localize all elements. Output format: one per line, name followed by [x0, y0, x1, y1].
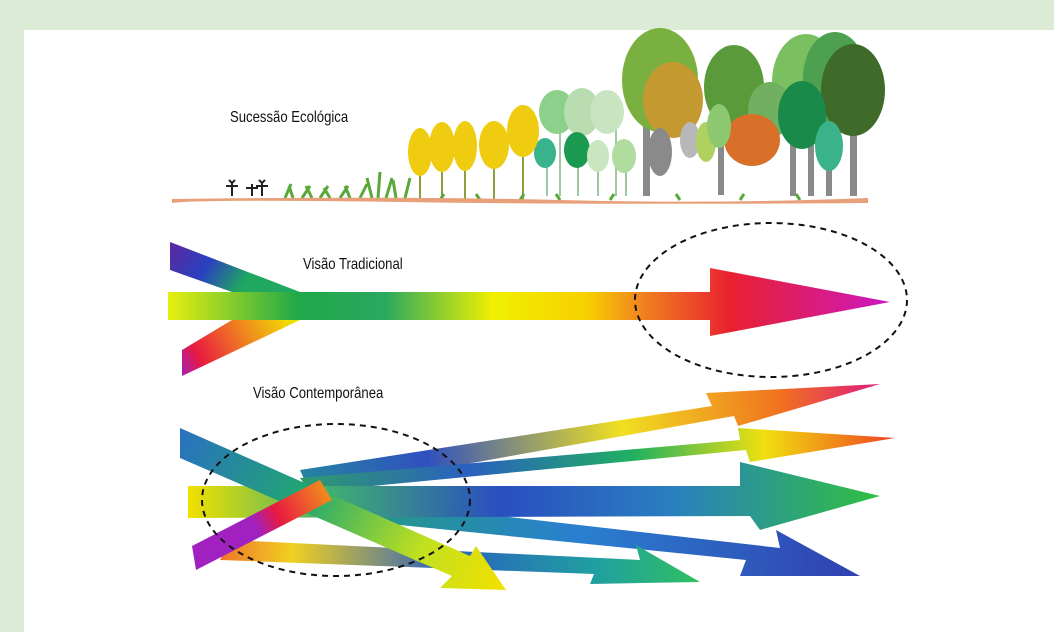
succession-title: Sucessão Ecológica — [230, 109, 349, 126]
contemporary-view-label: Visão Contemporânea — [253, 385, 384, 402]
traditional-highlight-ellipse — [634, 222, 908, 378]
mid-trees — [534, 88, 843, 196]
contemporary-highlight-ellipse — [201, 423, 471, 577]
traditional-feather-top — [170, 242, 300, 292]
contemporary-arrows — [180, 384, 895, 590]
contemporary-arrow-orange — [192, 480, 332, 570]
traditional-view-label: Visão Tradicional — [303, 256, 403, 273]
ground-line — [172, 197, 868, 204]
dead-seedlings — [226, 179, 268, 196]
contemporary-arrow-1 — [300, 384, 880, 492]
contemporary-arrow-6 — [350, 500, 860, 576]
vegetation-scene — [172, 28, 885, 204]
grass-seedlings — [283, 171, 802, 201]
contemporary-arrow-4 — [180, 428, 506, 590]
yellow-trees — [408, 105, 539, 200]
traditional-shaft-head — [168, 268, 890, 336]
tree-canopy-group — [622, 28, 885, 196]
traditional-arrow — [168, 242, 890, 376]
contemporary-arrow-2 — [300, 428, 895, 492]
traditional-feather-bottom — [182, 320, 300, 376]
